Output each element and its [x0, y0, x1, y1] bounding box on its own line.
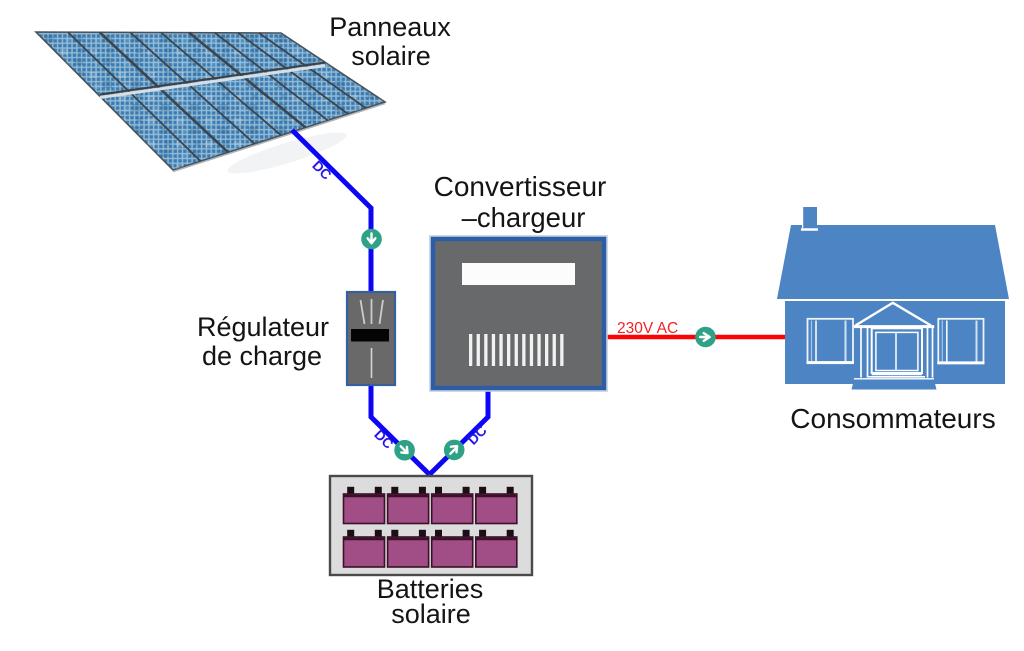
svg-text:Convertisseur: Convertisseur [434, 171, 607, 202]
svg-text:DC: DC [309, 157, 335, 183]
svg-text:DC: DC [464, 422, 490, 448]
svg-text:DC: DC [371, 426, 397, 452]
svg-text:Régulateur: Régulateur [197, 312, 329, 342]
svg-text:solaire: solaire [391, 599, 471, 629]
svg-text:–chargeur: –chargeur [462, 202, 586, 233]
svg-text:de charge: de charge [202, 341, 322, 371]
svg-text:Panneaux: Panneaux [329, 12, 451, 42]
svg-text:solaire: solaire [351, 41, 431, 71]
svg-text:230V AC: 230V AC [617, 320, 678, 337]
svg-text:Consommateurs: Consommateurs [790, 403, 995, 434]
svg-text:Batteries: Batteries [377, 574, 484, 604]
